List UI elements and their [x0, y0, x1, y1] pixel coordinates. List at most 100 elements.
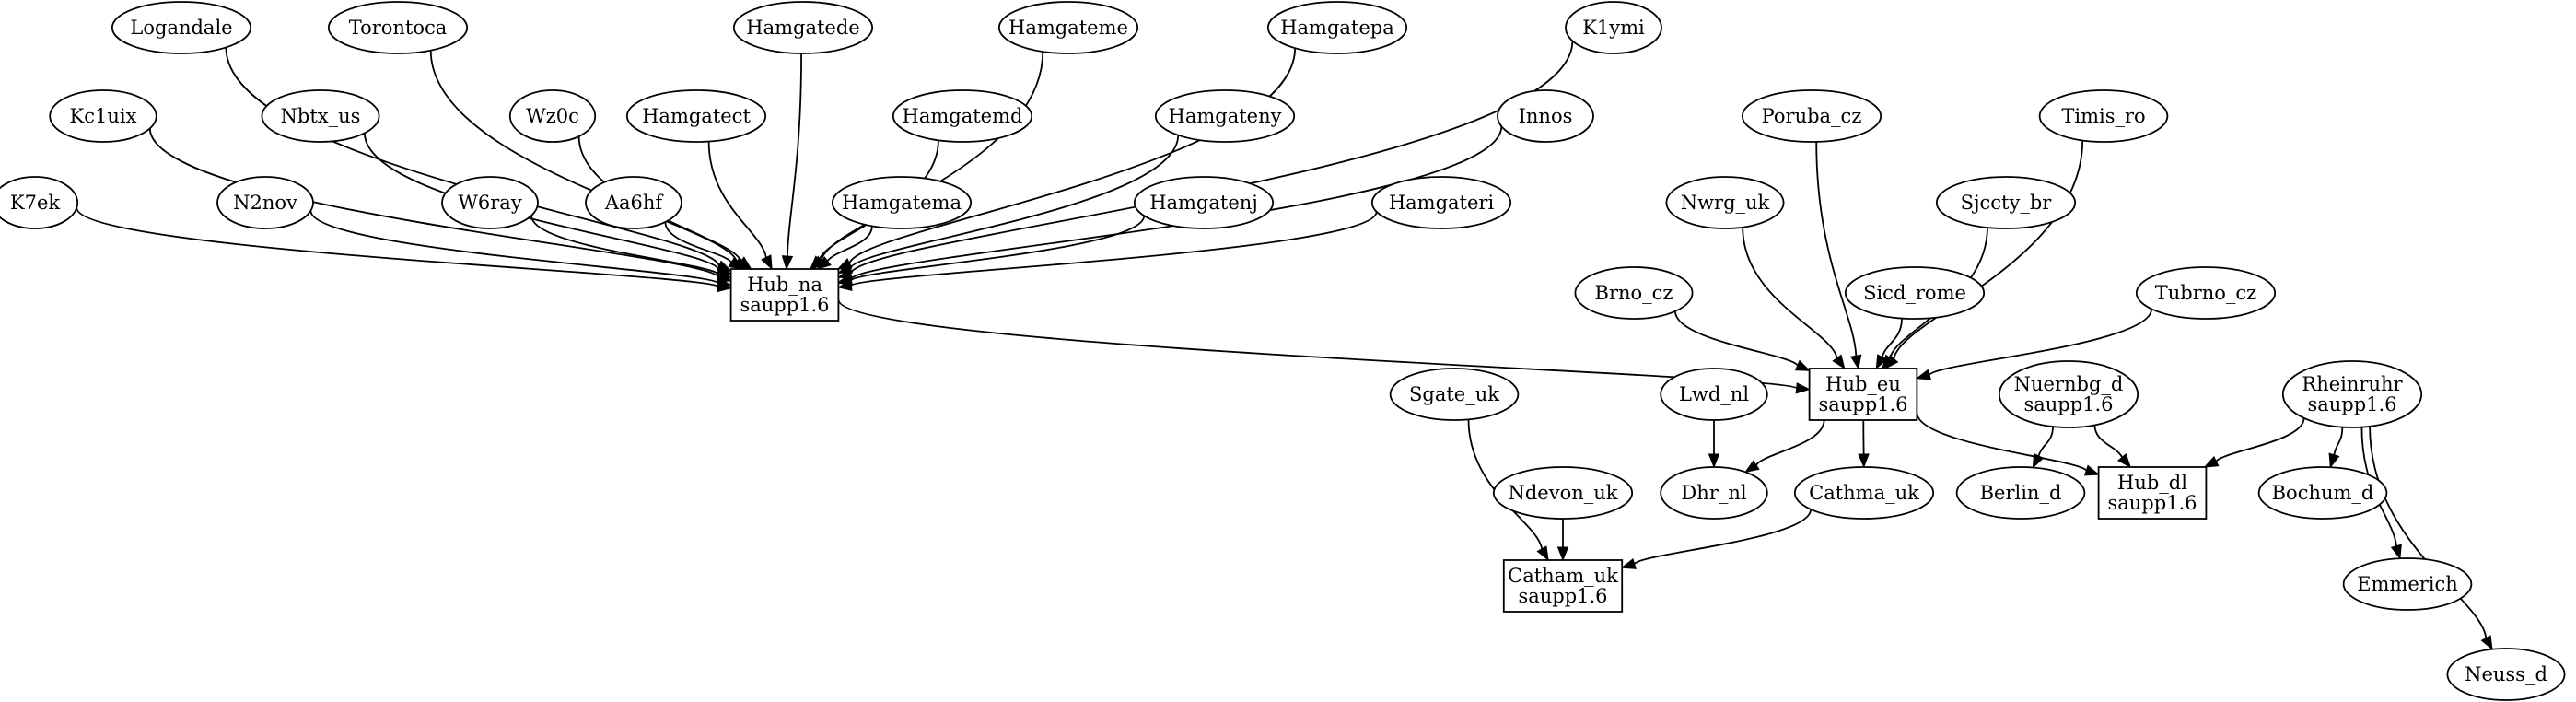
node-label: Hamgatema: [842, 192, 962, 214]
node-label: Bochum_d: [2272, 482, 2374, 504]
edge-w6ray-to-hub_na: [530, 215, 732, 280]
node-aa6hf: Aa6hf: [585, 176, 682, 229]
edge-line: [225, 47, 720, 266]
node-label: saupp1.6: [2307, 393, 2396, 415]
node-label: Hamgatede: [746, 17, 859, 39]
edge-rheinruhr-to-bochum_d: [2328, 427, 2344, 469]
node-box: [1808, 368, 1918, 421]
node-label: Lwd_nl: [1679, 383, 1749, 405]
node-torontoca: Torontoca: [327, 1, 469, 54]
node-poruba_cz: Poruba_cz: [1741, 89, 1882, 143]
node-wz0c: Wz0c: [508, 89, 597, 143]
arrowhead: [761, 254, 773, 271]
node-ellipse: [1370, 176, 1512, 229]
node-ellipse: [892, 89, 1033, 143]
node-label: saupp1.6: [2107, 492, 2197, 514]
node-lwd_nl: Lwd_nl: [1660, 368, 1768, 421]
edge-line: [1815, 141, 1858, 357]
arrowhead: [1556, 546, 1569, 562]
node-brno_cz: Brno_cz: [1574, 266, 1694, 320]
arrowhead: [2203, 456, 2220, 468]
node-ellipse: [2135, 266, 2277, 320]
edge-line: [148, 128, 719, 278]
node-bochum_d: Bochum_d: [2257, 466, 2388, 520]
node-ellipse: [1665, 176, 1785, 229]
edge-line: [1633, 509, 1812, 565]
node-ellipse: [1133, 176, 1275, 229]
node-box: [2097, 466, 2208, 520]
node-ellipse: [625, 89, 767, 143]
arrowhead: [2117, 452, 2132, 469]
node-k7ek: K7ek: [0, 176, 79, 229]
arrowhead: [716, 268, 732, 280]
edge-nuernbg_d-to-berlin_d: [2032, 427, 2054, 469]
node-ellipse: [1844, 266, 1986, 320]
arrowhead: [728, 257, 744, 270]
arrowhead: [1744, 460, 1760, 474]
node-label: Tubrno_cz: [2155, 282, 2257, 304]
node-label: Catham_uk: [1508, 565, 1618, 587]
edge-n2nov-to-hub_na: [309, 210, 732, 289]
node-berlin_d: Berlin_d: [1955, 466, 2086, 520]
node-label: Brno_cz: [1595, 282, 1673, 304]
node-ellipse: [2446, 648, 2566, 701]
arrowhead: [1536, 545, 1549, 562]
node-label: Emmerich: [2357, 573, 2458, 595]
arrowhead: [1849, 354, 1862, 370]
node-dhr_nl: Dhr_nl: [1660, 466, 1768, 520]
node-label: Nwrg_uk: [1681, 192, 1770, 214]
edge-poruba_cz-to-hub_eu: [1815, 141, 1862, 370]
node-label: Sgate_uk: [1409, 383, 1499, 405]
node-logandale: Logandale: [111, 1, 252, 54]
edge-k1ymi-to-hub_na: [837, 41, 1574, 279]
node-label: Kc1uix: [70, 105, 137, 127]
edge-hamgatepa-to-hub_na: [836, 48, 1296, 270]
node-hamgatect: Hamgatect: [625, 89, 767, 143]
edge-line: [530, 215, 719, 275]
node-hamgatemd: Hamgatemd: [892, 89, 1033, 143]
node-ellipse: [1266, 1, 1408, 54]
edge-line: [2215, 417, 2305, 462]
arrowhead: [717, 276, 732, 289]
edge-line: [76, 207, 719, 287]
node-ellipse: [49, 89, 157, 143]
arrowhead: [1916, 369, 1932, 380]
node-label: Hamgatepa: [1280, 17, 1394, 39]
node-label: Hamgatemd: [903, 105, 1023, 127]
arrowhead: [1620, 557, 1637, 569]
node-label: Rheinruhr: [2302, 373, 2403, 395]
edge-cathma_uk-to-catham_uk: [1620, 509, 1812, 569]
node-label: saupp1.6: [2023, 393, 2113, 415]
edge-line: [2037, 427, 2054, 457]
node-ellipse: [1793, 466, 1935, 520]
arrowhead: [1884, 354, 1899, 370]
node-label: Ndevon_uk: [1508, 482, 1617, 504]
edge-lwd_nl-to-dhr_nl: [1708, 420, 1720, 469]
node-label: Hub_eu: [1825, 373, 1901, 395]
edge-line: [429, 50, 738, 263]
edge-line: [787, 53, 802, 257]
node-w6ray: W6ray: [441, 176, 539, 229]
node-k1ymi: K1ymi: [1565, 1, 1662, 54]
node-label: Berlin_d: [1980, 482, 2062, 504]
node-label: saupp1.6: [740, 294, 829, 316]
edge-line: [1742, 227, 1838, 358]
node-ellipse: [1565, 1, 1662, 54]
arrowhead: [837, 267, 854, 279]
arrowhead: [2083, 464, 2100, 476]
edge-line: [309, 210, 719, 284]
node-tubrno_cz: Tubrno_cz: [2135, 266, 2277, 320]
edge-line: [849, 135, 1180, 269]
node-ellipse: [1660, 368, 1768, 421]
node-ellipse: [732, 1, 874, 54]
arrowhead: [781, 255, 794, 271]
edge-line: [2093, 425, 2123, 458]
edge-rheinruhr-to-neuss_d: [2369, 426, 2493, 650]
node-label: Sjccty_br: [1961, 192, 2053, 214]
edge-line: [1755, 419, 1825, 466]
edge-line: [2333, 427, 2344, 455]
